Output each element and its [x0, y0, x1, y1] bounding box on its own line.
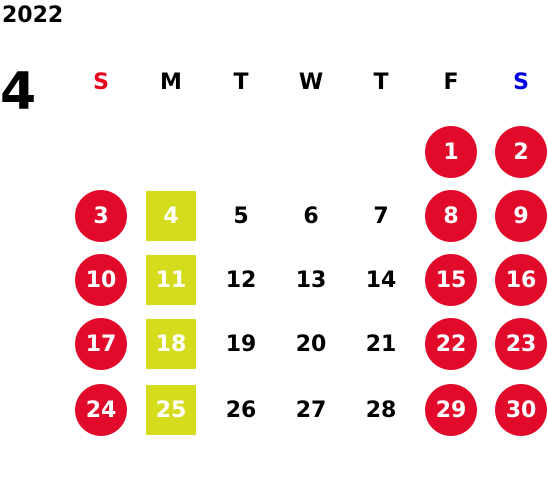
week-row: 1 2 [66, 126, 548, 178]
year-label: 2022 [2, 3, 64, 28]
day-cell: 12 [225, 267, 257, 293]
day-cell: 27 [295, 397, 327, 423]
day-cell: 10 [75, 254, 127, 306]
day-cell: 11 [146, 255, 196, 305]
day-cell: 28 [365, 397, 397, 423]
day-cell: 13 [295, 267, 327, 293]
day-cell: 9 [495, 190, 547, 242]
weekday-monday: M [160, 69, 182, 95]
day-cell: 30 [495, 384, 547, 436]
day-cell: 3 [75, 190, 127, 242]
weekday-thursday: T [373, 69, 389, 95]
weekday-sunday: S [93, 69, 109, 95]
day-cell: 1 [425, 126, 477, 178]
day-cell: 20 [295, 331, 327, 357]
day-cell: 26 [225, 397, 257, 423]
weekday-wednesday: W [298, 69, 324, 95]
day-cell: 18 [146, 319, 196, 369]
day-cell: 22 [425, 318, 477, 370]
day-cell: 4 [146, 191, 196, 241]
day-cell: 19 [225, 331, 257, 357]
month-number: 4 [0, 62, 37, 122]
weekday-saturday: S [513, 69, 529, 95]
week-row: 3 4 5 6 7 8 9 [66, 190, 548, 242]
weekday-friday: F [443, 69, 459, 95]
week-row: 10 11 12 13 14 15 16 [66, 254, 548, 306]
day-cell: 21 [365, 331, 397, 357]
day-cell: 5 [233, 203, 249, 229]
day-cell: 7 [373, 203, 389, 229]
week-row: 17 18 19 20 21 22 23 [66, 318, 548, 370]
weekday-tuesday: T [233, 69, 249, 95]
day-cell: 8 [425, 190, 477, 242]
week-row: 24 25 26 27 28 29 30 [66, 384, 548, 436]
day-cell: 24 [75, 384, 127, 436]
day-cell: 2 [495, 126, 547, 178]
day-cell: 17 [75, 318, 127, 370]
day-cell: 6 [303, 203, 319, 229]
day-cell: 15 [425, 254, 477, 306]
weekday-header: S M T W T F S [66, 56, 548, 108]
day-cell: 14 [365, 267, 397, 293]
day-cell: 25 [146, 385, 196, 435]
day-cell: 29 [425, 384, 477, 436]
day-cell: 16 [495, 254, 547, 306]
day-cell: 23 [495, 318, 547, 370]
